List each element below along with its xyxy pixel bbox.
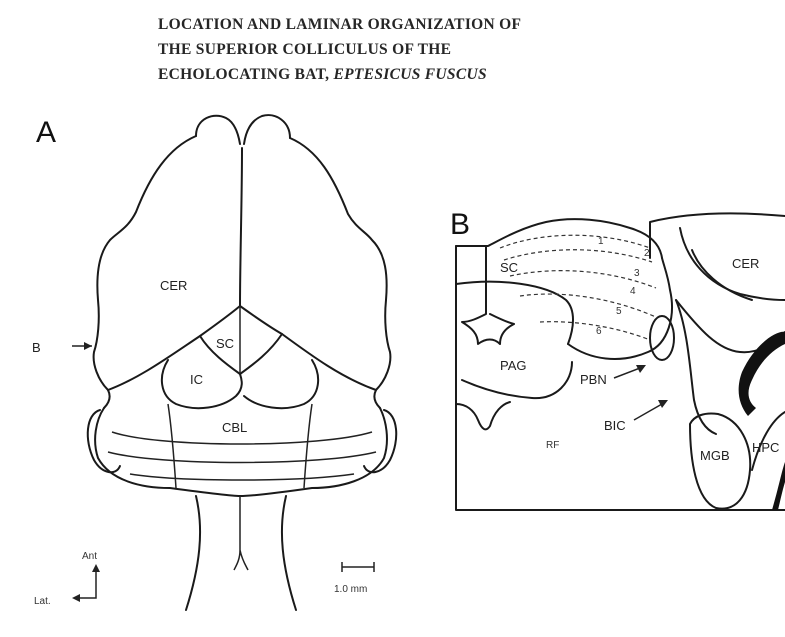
olfactory-bulb-right bbox=[244, 115, 290, 144]
sc-lamina-2 bbox=[504, 250, 652, 262]
sc-pag-boundary bbox=[456, 282, 573, 344]
orientation-ant-arrowhead bbox=[92, 564, 100, 572]
hippocampal-fissure bbox=[739, 332, 785, 416]
sc-lamina-1 bbox=[500, 235, 650, 248]
section-b-arrowhead bbox=[84, 342, 92, 350]
label-b-sc: SC bbox=[500, 260, 518, 275]
cerebral-cortex-section bbox=[650, 214, 785, 258]
superior-colliculus-outline bbox=[200, 334, 282, 374]
hpc-dark-band bbox=[772, 462, 785, 510]
sc-lamina-4 bbox=[520, 294, 658, 318]
layer-number-6: 6 bbox=[596, 326, 602, 337]
bic-pointer bbox=[634, 404, 662, 420]
panel-a: A bbox=[32, 115, 396, 610]
section-frame bbox=[456, 246, 785, 510]
panel-b-letter: B bbox=[450, 208, 470, 241]
spinal-midline bbox=[234, 496, 248, 570]
orientation-ant: Ant bbox=[82, 551, 97, 562]
section-b-marker: B bbox=[32, 340, 41, 355]
label-ic: IC bbox=[190, 372, 203, 387]
pbn-nucleus bbox=[650, 316, 674, 360]
olfactory-bulb-left bbox=[196, 116, 240, 144]
vermis-right-border bbox=[304, 404, 312, 488]
panel-b: B 1 2 3 4 5 6 bbox=[450, 208, 785, 510]
pbn-pointer bbox=[614, 368, 640, 378]
label-b-hpc: HPC bbox=[752, 440, 779, 455]
ventral-notch bbox=[456, 402, 510, 429]
bic-pointer-head bbox=[658, 400, 668, 408]
label-b-mgb: MGB bbox=[700, 448, 730, 463]
label-sc: SC bbox=[216, 336, 234, 351]
sc-lamina-5 bbox=[540, 322, 650, 340]
cerebellum-folium-2 bbox=[108, 452, 376, 463]
layer-number-1: 1 bbox=[598, 236, 604, 247]
scale-bar-label: 1.0 mm bbox=[334, 584, 367, 595]
scale-bar bbox=[342, 562, 374, 572]
layer-number-5: 5 bbox=[616, 306, 622, 317]
panel-a-letter: A bbox=[36, 116, 56, 149]
label-b-pag: PAG bbox=[500, 358, 527, 373]
hemisphere-midline bbox=[240, 148, 242, 306]
vermis-left-border bbox=[168, 404, 176, 488]
cerebellum-folium-3 bbox=[130, 474, 354, 480]
layer-number-4: 4 bbox=[630, 286, 636, 297]
label-b-pbn: PBN bbox=[580, 372, 607, 387]
label-b-bic: BIC bbox=[604, 418, 626, 433]
label-b-cer: CER bbox=[732, 256, 759, 271]
orientation-lat-arrowhead bbox=[72, 594, 80, 602]
paraflocculus-left bbox=[88, 410, 120, 472]
label-b-rf: RF bbox=[546, 440, 559, 451]
label-cbl: CBL bbox=[222, 420, 247, 435]
label-cer: CER bbox=[160, 278, 187, 293]
orientation-lat: Lat. bbox=[34, 596, 51, 607]
layer-number-3: 3 bbox=[634, 268, 640, 279]
